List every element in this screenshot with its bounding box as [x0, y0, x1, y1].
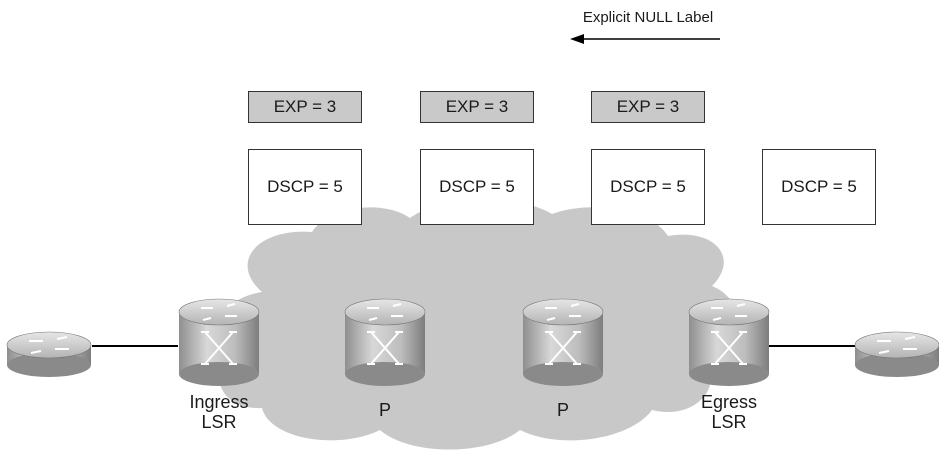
dscp-box-4: DSCP = 5: [762, 149, 876, 225]
mpls-cloud: [219, 200, 738, 450]
router-label-ingress: Ingress LSR: [169, 392, 269, 432]
dscp-box-1: DSCP = 5: [248, 149, 362, 225]
dscp-box-2: DSCP = 5: [420, 149, 534, 225]
router-label-egress: Egress LSR: [679, 392, 779, 432]
router-label-ingress-line1: Ingress: [189, 392, 249, 412]
router-label-p2-line1: P: [556, 400, 569, 420]
exp-box-1: EXP = 3: [248, 91, 362, 123]
router-ce-left: [6, 331, 92, 377]
explicit-null-label: Explicit NULL Label: [582, 9, 714, 26]
router-egress-lsr: [688, 298, 770, 386]
router-p-1: [344, 298, 426, 386]
explicit-null-arrow: [570, 34, 720, 44]
dscp-box-3: DSCP = 5: [591, 149, 705, 225]
router-label-p2: P: [513, 400, 613, 420]
exp-box-3: EXP = 3: [591, 91, 705, 123]
router-label-p1: P: [335, 400, 435, 420]
exp-box-2: EXP = 3: [420, 91, 534, 123]
router-p-2: [522, 298, 604, 386]
router-label-p1-line1: P: [378, 400, 391, 420]
router-label-egress-line2: LSR: [711, 412, 747, 432]
router-label-egress-line1: Egress: [700, 392, 758, 412]
router-ingress-lsr: [178, 298, 260, 386]
router-label-ingress-line2: LSR: [201, 412, 237, 432]
router-ce-right: [854, 331, 939, 377]
